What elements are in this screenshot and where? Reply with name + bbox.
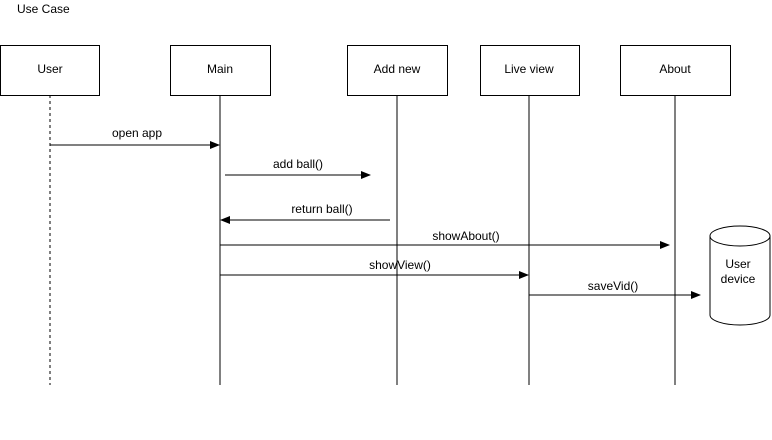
message-show-about: showAbout()	[220, 229, 670, 249]
message-show-about-label: showAbout()	[432, 229, 499, 243]
message-return-ball: return ball()	[220, 202, 390, 224]
database-cylinder-body	[709, 225, 771, 326]
message-show-view: showView()	[220, 258, 529, 279]
participant-user: User	[0, 45, 100, 96]
database-cylinder-rim	[709, 235, 771, 247]
database-label-line2: device	[721, 272, 756, 286]
message-save-vid-label: saveVid()	[588, 279, 638, 293]
participant-liveview: Live view	[480, 45, 580, 96]
database-label-line1: User	[725, 257, 750, 271]
message-return-ball-label: return ball()	[291, 202, 352, 216]
diagram-title: Use Case	[17, 2, 70, 16]
message-add-ball: add ball()	[225, 157, 371, 179]
participant-user-label: User	[37, 62, 62, 76]
message-show-view-label: showView()	[369, 258, 431, 272]
participant-about: About	[620, 45, 731, 96]
participant-addnew: Add new	[347, 45, 448, 96]
participant-addnew-label: Add new	[374, 62, 421, 76]
participant-main: Main	[170, 45, 271, 96]
participant-liveview-label: Live view	[504, 62, 554, 76]
message-save-vid: saveVid()	[529, 279, 701, 299]
message-open-app: open app	[50, 126, 220, 149]
participant-main-label: Main	[207, 62, 233, 76]
database-user-device: User device	[709, 225, 771, 326]
participant-about-label: About	[659, 62, 691, 76]
message-open-app-label: open app	[112, 126, 162, 140]
message-add-ball-label: add ball()	[273, 157, 323, 171]
